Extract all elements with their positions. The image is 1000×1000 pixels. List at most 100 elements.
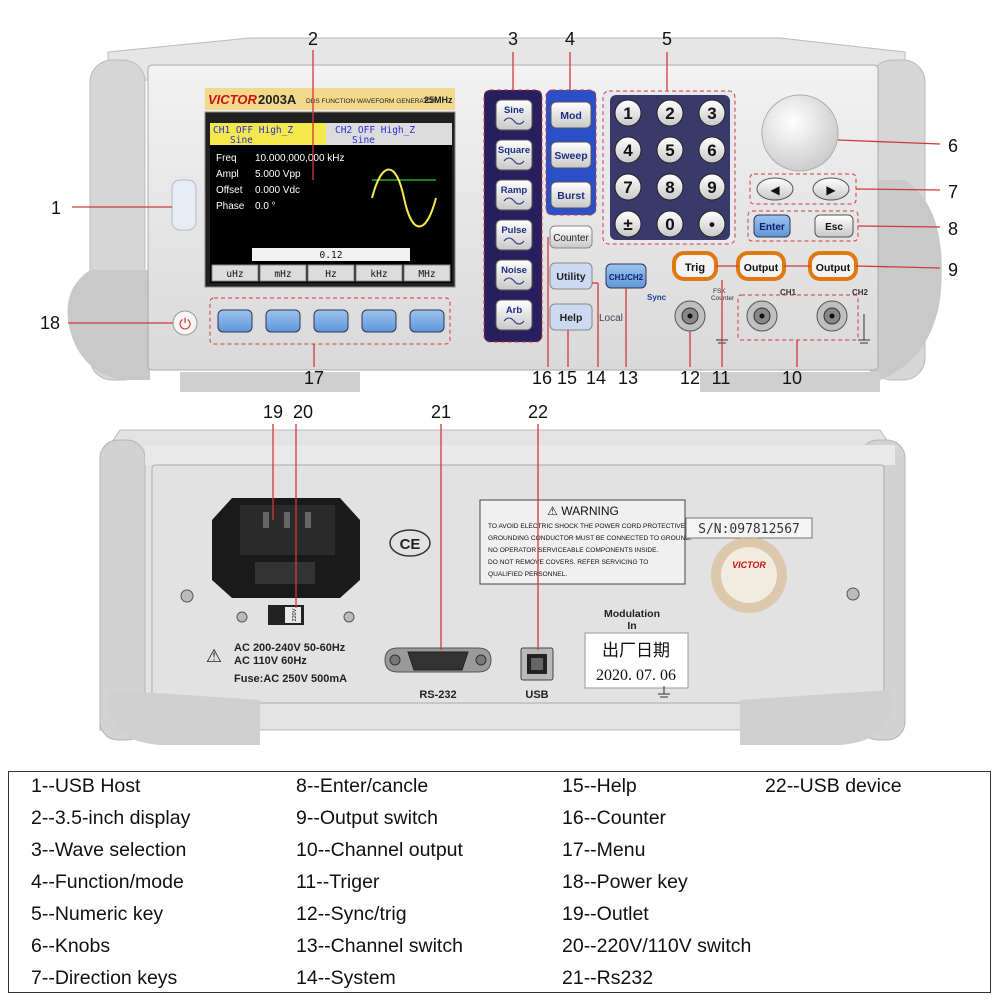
softkey-label: uHz [226,269,243,280]
wave-button-sine[interactable]: Sine [495,99,533,131]
warning-line: NO OPERATOR SERVICEABLE COMPONENTS INSID… [488,547,659,554]
callout-21: 21 [431,402,451,422]
softkey-tab [307,264,355,282]
ground-symbol [658,686,670,698]
wave-button-label: Pulse [501,225,526,236]
screw-icon [180,589,194,603]
back-panel: 220V CE ⚠ WARNING TO AVOID ELECTRIC SHOC… [99,429,906,745]
warning-line: TO AVOID ELECTRIC SHOCK THE POWER CORD P… [488,523,686,530]
warning-title: ⚠ WARNING [547,504,619,518]
rs232-port[interactable] [384,647,492,673]
wave-button-label: Noise [501,265,527,276]
counter-label: Counter [553,233,589,244]
softkey-label: MHz [418,269,435,280]
legend-item: 19--Outlet [562,903,649,925]
numpad-key[interactable]: • [698,210,726,238]
legend-item: 22--USB device [765,775,902,797]
esc-button[interactable]: Esc [814,214,854,238]
callout-14: 14 [586,368,606,388]
callout-11: 11 [712,368,731,388]
wave-button-noise[interactable]: Noise [495,259,533,291]
brand-logo: VICTOR [208,92,257,107]
arrow-right-button[interactable]: ▶ [812,177,850,201]
wave-icon [503,277,525,285]
fuse-rating: Fuse:AC 250V 500mA [234,673,347,685]
sync-bnc-connector[interactable] [674,300,706,332]
usb-device-port[interactable] [520,647,554,681]
numpad-key[interactable]: 4 [614,136,642,164]
trig-button[interactable]: Trig [672,251,718,281]
wave-icon [503,157,525,165]
legend-item: 12--Sync/trig [296,903,407,925]
numpad-key[interactable]: 3 [698,99,726,127]
callout-10: 10 [782,368,802,388]
menu-softkey-5[interactable] [409,309,445,333]
callout-13: 13 [618,368,638,388]
numpad-key[interactable]: 0 [656,210,684,238]
mode-button-burst[interactable]: Burst [550,181,592,209]
usb-host-port[interactable] [171,179,197,231]
channel-switch-button[interactable]: CH1/CH2 [605,263,647,289]
numpad-key[interactable]: ± [614,210,642,238]
output1-label: Output [744,262,779,274]
numpad-key[interactable]: 6 [698,136,726,164]
product-subtitle: DDS FUNCTION WAVEFORM GENERATOR [306,98,437,105]
callout-6: 6 [948,136,958,156]
utility-button[interactable]: Utility [549,262,593,290]
numpad-key-label: • [709,215,715,234]
mode-button-sweep[interactable]: Sweep [550,141,592,169]
numpad-key[interactable]: 1 [614,99,642,127]
power-outlet[interactable] [212,498,360,598]
legend-item: 3--Wave selection [31,839,187,861]
legend-item: 18--Power key [562,871,688,893]
mode-button-mod[interactable]: Mod [550,101,592,129]
callout-5: 5 [662,29,672,49]
screw-icon [236,611,248,623]
output2-button[interactable]: Output [808,251,858,281]
rotary-knob[interactable] [761,94,839,172]
menu-softkey-2[interactable] [265,309,301,333]
arrow-left-button[interactable]: ◀ [756,177,794,201]
arrow-right-icon: ▶ [826,183,836,197]
callout-2: 2 [308,29,318,49]
voltage-switch[interactable]: 220V [268,605,304,625]
arrow-left-icon: ◀ [770,183,780,197]
legend-item: 14--System [296,967,396,989]
legend-item: 17--Menu [562,839,646,861]
wave-button-arb[interactable]: Arb [495,299,533,331]
help-button[interactable]: Help [549,303,593,331]
manufacture-date-sticker: 出厂日期 2020. 07. 06 [584,632,689,689]
callout-15: 15 [557,368,577,388]
softkey-tab [259,264,307,282]
wave-button-pulse[interactable]: Pulse [495,219,533,251]
usb-label: USB [525,689,548,701]
callout-19: 19 [263,402,283,422]
softkey-tab [355,264,403,282]
sync-label: Sync [647,293,667,302]
numpad-key[interactable]: 2 [656,99,684,127]
trig-label: Trig [685,262,705,274]
menu-softkey-4[interactable] [361,309,397,333]
numpad-key[interactable]: 7 [614,173,642,201]
wave-button-square[interactable]: Square [495,139,533,171]
screw-icon [846,587,860,601]
callout-12: 12 [680,368,700,388]
enter-button[interactable]: Enter [753,214,791,238]
numpad-key-label: 4 [623,141,633,160]
counter-button[interactable]: Counter [549,225,593,249]
legend-item: 15--Help [562,775,637,797]
front-panel: ⏻ VICTOR 2003A DDS FUNCTION WAVEFORM GEN… [67,37,942,392]
ch2-bnc-connector[interactable] [816,300,848,332]
ch1-bnc-connector[interactable] [746,300,778,332]
numpad-key[interactable]: 9 [698,173,726,201]
wave-button-ramp[interactable]: Ramp [495,179,533,211]
menu-softkey-1[interactable] [217,309,253,333]
numpad-key[interactable]: 5 [656,136,684,164]
numpad-key[interactable]: 8 [656,173,684,201]
wave-icon [503,197,525,205]
legend-item: 6--Knobs [31,935,111,957]
output1-button[interactable]: Output [736,251,786,281]
menu-softkey-3[interactable] [313,309,349,333]
power-icon: ⏻ [179,316,191,333]
